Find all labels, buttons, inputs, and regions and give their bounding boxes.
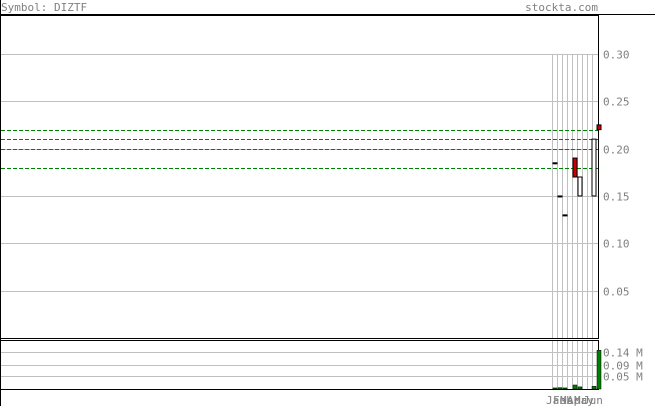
volume-bar bbox=[552, 387, 558, 390]
price-panel-frame bbox=[0, 15, 599, 339]
candle-body bbox=[552, 162, 558, 165]
candles bbox=[552, 124, 602, 217]
x-axis-month-label: Apr bbox=[567, 394, 587, 406]
price-panel: 0.05 0.10 0.15 0.20 0.25 0.30 bbox=[0, 15, 630, 339]
volume-tick-label: 0.05 M bbox=[603, 371, 643, 384]
price-tick-label: 0.30 bbox=[603, 49, 630, 62]
x-axis-month-label: May bbox=[574, 394, 594, 406]
volume-axis-labels: 0.05 M0.09 M0.14 M bbox=[603, 347, 643, 384]
volume-bar bbox=[596, 350, 602, 390]
volume-panel: 0.05 M0.09 M0.14 M bbox=[0, 340, 643, 390]
candle-body bbox=[557, 195, 563, 198]
price-tick-label: 0.25 bbox=[603, 96, 630, 109]
volume-bar bbox=[591, 386, 597, 390]
candle-body bbox=[591, 138, 597, 197]
x-axis-month-label: Mar bbox=[560, 394, 580, 406]
x-axis-month-label: Jun bbox=[583, 394, 603, 406]
price-tick-label: 0.15 bbox=[603, 191, 630, 204]
candle-body bbox=[572, 157, 578, 178]
volume-bar bbox=[572, 384, 578, 390]
volume-bar bbox=[562, 387, 568, 390]
x-axis-month-label: Feb bbox=[553, 394, 573, 406]
volume-tick-label: 0.14 M bbox=[603, 347, 643, 360]
volume-bar bbox=[557, 387, 563, 390]
volume-tick-label: 0.09 M bbox=[603, 360, 643, 373]
candle-body bbox=[596, 124, 602, 131]
symbol-label: Symbol: DIZTF bbox=[1, 1, 87, 14]
price-tick-label: 0.10 bbox=[603, 238, 630, 251]
candle-body bbox=[562, 214, 568, 217]
site-label[interactable]: stockta.com bbox=[525, 1, 598, 14]
price-axis-labels: 0.05 0.10 0.15 0.20 0.25 0.30 bbox=[603, 49, 630, 299]
price-tick-label: 0.05 bbox=[603, 286, 630, 299]
price-tick-label: 0.20 bbox=[603, 144, 630, 157]
volume-month-gridlines bbox=[552, 341, 593, 389]
x-axis-month-label: Jan bbox=[546, 394, 566, 406]
support-resistance-lines bbox=[1, 130, 598, 169]
price-gridlines bbox=[1, 54, 598, 292]
volume-bars bbox=[552, 350, 602, 390]
candle-body bbox=[577, 176, 583, 197]
volume-bar bbox=[577, 386, 583, 390]
volume-gridlines bbox=[1, 352, 598, 377]
